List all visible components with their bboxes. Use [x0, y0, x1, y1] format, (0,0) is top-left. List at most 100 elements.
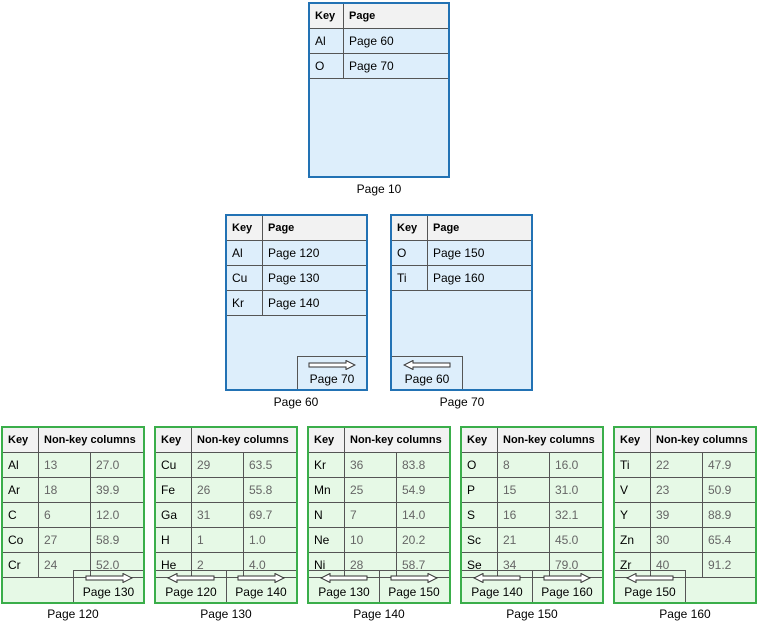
key-cell: Al [232, 246, 243, 260]
key-cell: H [161, 533, 170, 547]
table-row: Cu Page 130 [227, 266, 366, 291]
table-row: Kr Page 140 [227, 291, 366, 316]
key-cell: V [620, 483, 629, 497]
value-cell: 58.9 [90, 528, 143, 552]
value-cell: 27.0 [90, 453, 143, 477]
value-cell: 39.9 [90, 478, 143, 502]
header-row: Key Page [392, 216, 531, 241]
arrow-left-icon [167, 573, 215, 583]
next-page-link[interactable]: Page 70 [297, 356, 366, 389]
value-cell: 26 [191, 478, 243, 502]
key-cell: Cu [161, 458, 177, 472]
nonkey-header: Non-key columns [344, 428, 449, 452]
prev-page-link[interactable]: Page 60 [392, 356, 463, 389]
key-cell: Kr [314, 458, 326, 472]
key-header: Key [314, 434, 335, 446]
value-cell: 2 [191, 553, 243, 577]
page-caption: Page 60 [273, 395, 319, 409]
next-page-label: Page 140 [235, 585, 287, 599]
value-cell: 16.0 [549, 453, 602, 477]
key-cell: Al [8, 458, 19, 472]
page-cell: Page 140 [262, 291, 366, 315]
nonkey-header: Non-key columns [38, 428, 143, 452]
prev-page-link[interactable]: Page 120 [156, 570, 227, 602]
next-page-link[interactable]: Page 140 [226, 570, 296, 602]
next-page-label: Page 130 [82, 585, 135, 599]
page-cell: Page 70 [343, 54, 448, 78]
key-header: Key [397, 222, 418, 234]
value-cell: 27 [38, 528, 90, 552]
prev-page-link[interactable]: Page 140 [462, 570, 533, 602]
arrow-right-icon [543, 573, 591, 583]
header-row: Key Page [227, 216, 366, 241]
value-cell: 88.9 [702, 503, 755, 527]
prev-page-label: Page 140 [471, 585, 523, 599]
key-cell: O [467, 458, 477, 472]
value-cell: 4.0 [243, 553, 296, 577]
value-cell: 63.5 [243, 453, 296, 477]
value-cell: 28 [344, 553, 396, 577]
value-cell: 47.9 [702, 453, 755, 477]
value-cell: 45.0 [549, 528, 602, 552]
value-cell: 31 [191, 503, 243, 527]
page-cell: Page 160 [427, 266, 531, 290]
page-caption: Page 120 [47, 607, 99, 621]
next-page-link[interactable]: Page 150 [379, 570, 449, 602]
key-cell: Al [315, 34, 326, 48]
arrow-left-icon [403, 360, 451, 370]
value-cell: 20.2 [396, 528, 449, 552]
header-row: Key Non-key columns [309, 428, 449, 453]
key-header: Key [161, 434, 182, 446]
page-caption: Page 70 [439, 395, 485, 409]
value-cell: 50.9 [702, 478, 755, 502]
key-cell: P [467, 483, 476, 497]
arrow-left-icon [626, 573, 674, 583]
page-cell: Page 130 [262, 266, 366, 290]
arrow-right-icon [85, 573, 133, 583]
key-cell: Cu [232, 271, 248, 285]
value-cell: 58.7 [396, 553, 449, 577]
value-cell: 13 [38, 453, 90, 477]
nonkey-header: Non-key columns [497, 428, 602, 452]
table-row: O Page 70 [310, 54, 448, 79]
value-cell: 54.9 [396, 478, 449, 502]
next-page-link[interactable]: Page 160 [532, 570, 602, 602]
key-cell: C [8, 508, 17, 522]
value-cell: 32.1 [549, 503, 602, 527]
value-cell: 31.0 [549, 478, 602, 502]
next-page-link[interactable]: Page 130 [73, 570, 143, 602]
value-cell: 40 [650, 553, 702, 577]
value-cell: 83.8 [396, 453, 449, 477]
key-header: Key [315, 10, 336, 22]
prev-page-link[interactable]: Page 130 [309, 570, 380, 602]
prev-page-link[interactable]: Page 150 [615, 570, 686, 602]
value-cell: 8 [497, 453, 549, 477]
value-cell: 10 [344, 528, 396, 552]
page-cell: Page 120 [262, 241, 366, 265]
value-cell: 7 [344, 503, 396, 527]
value-cell: 24 [38, 553, 90, 577]
value-cell: 21 [497, 528, 549, 552]
value-cell: 52.0 [90, 553, 143, 577]
key-cell: Co [8, 533, 24, 547]
